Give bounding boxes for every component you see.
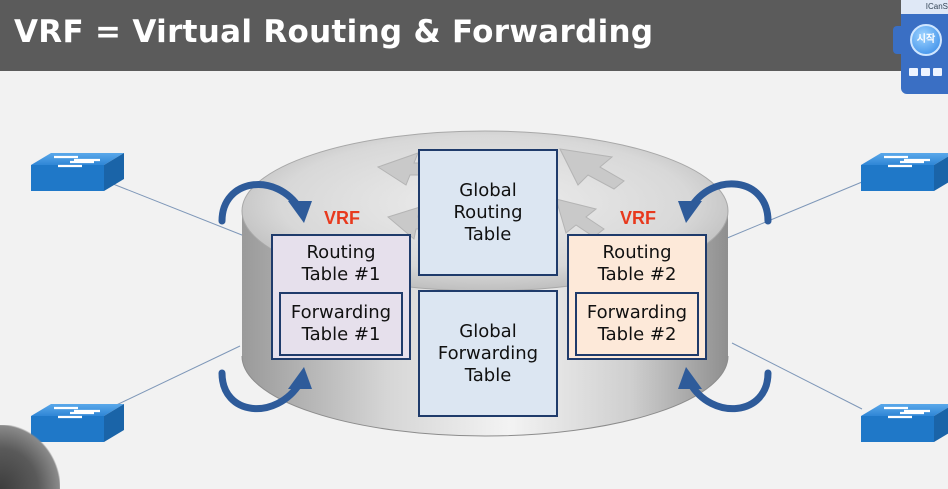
widget-window-icon[interactable] [909,68,918,76]
vrf-2-container: Routing Table #2 Forwarding Table #2 [567,234,707,360]
start-button[interactable]: 시작 [910,24,942,56]
vrf-1-container: Routing Table #1 Forwarding Table #1 [271,234,411,360]
vrf-label-right: VRF [620,208,656,228]
routing-table-2: Routing Table #2 [569,242,705,286]
page-title: VRF = Virtual Routing & Forwarding [14,14,654,50]
presenter-silhouette [0,425,60,489]
widget-panel-icon[interactable] [921,68,930,76]
connection-lines [107,181,863,410]
switch-bottom-right [861,404,948,442]
global-forwarding-table: Global Forwarding Table [418,290,558,417]
global-routing-table: Global Routing Table [418,149,558,276]
routing-table-1: Routing Table #1 [273,242,409,286]
widget-user-icon[interactable] [933,68,942,76]
title-bar: VRF = Virtual Routing & Forwarding [0,0,948,71]
router-top-arrows [376,148,625,240]
forwarding-table-2: Forwarding Table #2 [575,292,699,356]
widget-collapse-tab[interactable] [893,26,903,54]
vrf-label-left: VRF [324,208,360,228]
routing-table-2-line-2: Table #2 [597,264,677,285]
forwarding-table-1-line-1: Forwarding [290,302,392,323]
global-forwarding-line-2: Forwarding [437,342,539,364]
forwarding-table-2-line-1: Forwarding [586,302,688,323]
forwarding-table-1: Forwarding Table #1 [279,292,403,356]
global-forwarding-line-1: Global [459,320,517,342]
curved-arrows [218,180,772,412]
forwarding-table-2-line-2: Table #2 [597,324,677,345]
router-diagram [31,130,948,442]
global-routing-line-1: Global [459,179,517,201]
global-routing-line-3: Table [464,223,512,245]
routing-table-1-line-1: Routing [306,242,376,263]
routing-table-2-line-1: Routing [602,242,672,263]
recording-widget[interactable]: ICanS 시작 [893,0,948,94]
switch-top-right [861,153,948,191]
routing-table-1-line-2: Table #1 [301,264,381,285]
global-routing-line-2: Routing [453,201,523,223]
global-forwarding-line-3: Table [464,364,512,386]
switch-top-left [31,153,124,191]
widget-label: ICanS [901,0,948,14]
arrow-heads [288,201,702,389]
diagram-canvas: VRF VRF Global Routing Table Global Forw… [0,71,948,489]
forwarding-table-1-line-2: Table #1 [301,324,381,345]
